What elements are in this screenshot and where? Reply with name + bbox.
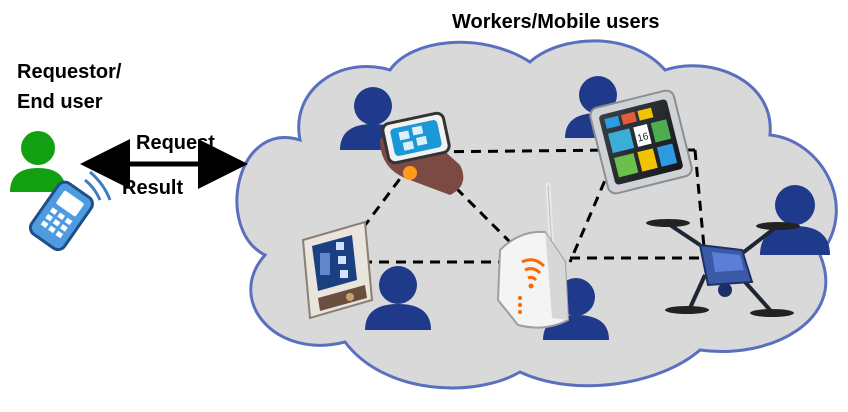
diagram-title: Workers/Mobile users — [452, 11, 660, 33]
smartwatch-icon — [380, 111, 464, 195]
wifi-router-icon — [496, 182, 570, 329]
mobile-phone-icon — [28, 170, 112, 252]
requestor-label-line1: Requestor/ — [17, 61, 122, 83]
cloud-shape — [235, 39, 838, 390]
requestor-person-icon — [10, 131, 66, 192]
smart-panel-icon — [301, 220, 374, 320]
worker-person-icon — [365, 266, 431, 330]
request-label: Request — [136, 132, 215, 154]
requestor-label-line2: End user — [17, 91, 103, 113]
tablet-icon: 16 — [589, 89, 693, 195]
tablet-date: 16 — [636, 131, 650, 144]
drone-icon — [646, 219, 800, 317]
worker-person-icon — [760, 185, 830, 255]
result-label: Result — [122, 177, 184, 199]
